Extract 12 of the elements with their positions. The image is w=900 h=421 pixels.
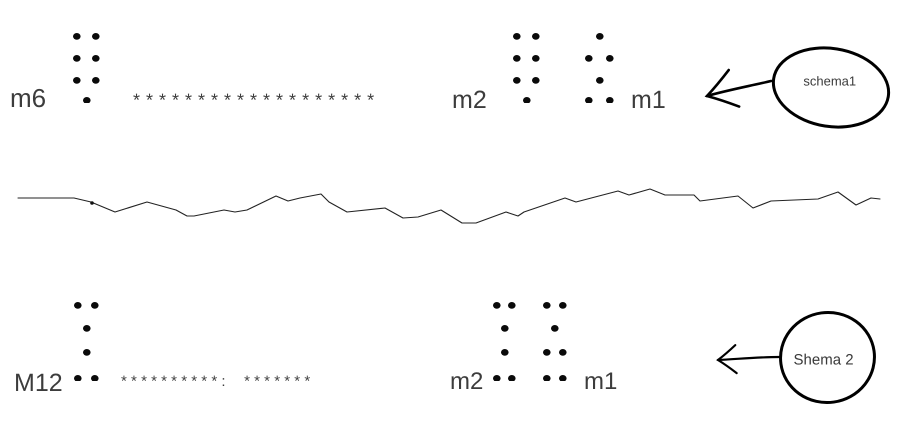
part-label: m6 — [10, 85, 46, 111]
asterisk-row: ******************* — [133, 91, 380, 109]
oval-bubble — [770, 45, 892, 130]
part-label: m2 — [452, 88, 487, 113]
part-label: m1 — [584, 370, 618, 394]
part-label: M12 — [14, 371, 63, 396]
asterisk-row: **********: ******* — [121, 374, 314, 389]
bubble-label: Shema 2 — [794, 352, 854, 368]
bubble-label: schema1 — [803, 74, 856, 88]
part-label: m1 — [631, 88, 666, 113]
part-label: m2 — [450, 370, 484, 394]
oval-bubble — [778, 310, 877, 405]
